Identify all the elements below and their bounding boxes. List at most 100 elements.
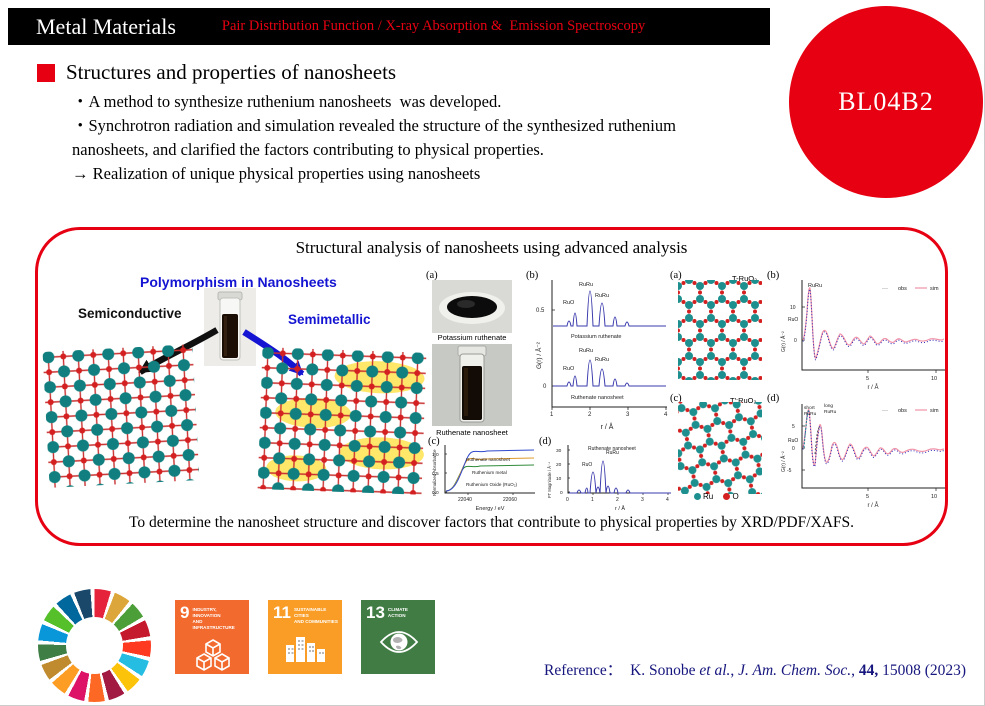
sdg-goal-number: 11	[273, 603, 291, 622]
x-tick-label: 0	[566, 497, 569, 503]
x-tick-label: 10	[931, 494, 937, 500]
summary-bullets: ・A method to synthesize ruthenium nanosh…	[72, 90, 732, 186]
x-axis-label: Energy / eV	[476, 506, 505, 512]
x-axis-label: r / Å	[867, 384, 878, 391]
y-tick-label: -5	[787, 468, 792, 474]
reference-pages: 15008 (2023)	[878, 662, 967, 679]
legend-label: sim	[930, 408, 939, 414]
x-tick-label: 3	[641, 497, 644, 503]
y-axis-label: G(r) / Å⁻²	[534, 341, 543, 369]
x-axis-label: r / Å	[615, 505, 625, 512]
sdg-goal-title-line: SUSTAINABLE CITIES	[293, 607, 327, 618]
atom-legend-ru: Ru	[703, 492, 714, 501]
peak-label: RuO	[582, 462, 592, 468]
red-square-bullet-icon	[37, 63, 55, 82]
panel-label: (c)	[670, 393, 682, 404]
x-axis-label: r / Å	[867, 502, 878, 508]
peak-label: RuO	[563, 300, 575, 306]
y-axis-label: G(r) / Å⁻²	[780, 331, 787, 352]
peak-label: short	[804, 405, 815, 411]
x-tick-label: 1	[591, 497, 594, 503]
x-tick-label: 5	[866, 376, 869, 382]
panel-label: (b)	[526, 270, 539, 281]
x-tick-label: 4	[666, 497, 669, 503]
legend-label: obs	[898, 286, 907, 292]
legend-obs-dots: ···	[882, 408, 888, 414]
y-tick-label: 30	[556, 448, 562, 454]
y-tick-label: 5	[792, 424, 795, 430]
photo-ruthenate-nanosheet	[432, 344, 512, 426]
x-tick-label: 2	[616, 497, 619, 503]
reference-label: Reference：	[544, 662, 623, 679]
panel-label: (b)	[767, 270, 780, 281]
y-tick-label: 0	[560, 490, 563, 496]
peak-label: RuO	[788, 317, 798, 323]
climate-eye-icon	[366, 628, 431, 656]
x-tick-label: 22040	[458, 497, 472, 503]
x-tick-label: 5	[866, 494, 869, 500]
sdg-goal-number: 13	[366, 603, 385, 622]
sdg-goal-11-tile: 11 SUSTAINABLE CITIES AND COMMUNITIES	[268, 600, 342, 674]
photo-caption: Ruthenate nanosheet	[436, 428, 508, 437]
legend-obs-dots: ···	[882, 286, 888, 292]
reference-journal: J. Am. Chem. Soc.	[738, 662, 852, 679]
y-tick-label: 0.5	[432, 471, 439, 477]
sdg-goal-title-line: ACTION	[387, 612, 406, 618]
peak-label: RuO	[788, 438, 798, 444]
curve-sim	[802, 287, 945, 359]
panel-label: (d)	[767, 393, 780, 404]
bullet-1: ・A method to synthesize ruthenium nanosh…	[72, 92, 502, 111]
structure-tprime-ruo2	[678, 402, 762, 494]
sustainable-city-icon	[273, 632, 338, 662]
photo-potassium-ruthenate	[432, 280, 512, 333]
curve-label: Ruthenate nanosheet	[588, 446, 636, 452]
atom-legend-o: O	[732, 492, 739, 501]
x-tick-label: 22060	[503, 497, 517, 503]
crystal-lattice-semiconductive	[42, 344, 200, 488]
category-title: Metal Materials	[36, 13, 176, 39]
structure-t-ruo2	[678, 280, 762, 380]
curve-ft-nanosheet	[569, 460, 671, 494]
atom-legend: Ru O	[694, 492, 739, 501]
curve-potassium-ruthenate	[553, 290, 666, 327]
sdg-goal-title-line: AND INFRASTRUCTURE	[192, 618, 235, 630]
x-tick-label: 2	[588, 412, 592, 418]
ru-atom-icon	[694, 493, 701, 501]
x-tick-label: 3	[626, 412, 630, 418]
reference-separator: ,	[730, 662, 739, 679]
page-title: Structures and properties of nanosheets	[66, 60, 397, 84]
structure-label-tprime-ruo2: T′:RuO₂	[730, 396, 757, 405]
legend-label: Ruthenium metal	[472, 470, 507, 475]
sdg-goal-title-line: AND COMMUNITIES	[293, 618, 338, 624]
bullet-2: ・Synchrotron radiation and simulation re…	[72, 115, 681, 159]
peak-label: RuRu	[579, 282, 593, 288]
sdg-wheel	[38, 589, 151, 702]
plot-pdf-t-ruo2: RuRu RuO ··· obs sim 10 0 5 10 r / Å G(r…	[778, 274, 948, 397]
panel-label: (c)	[428, 436, 440, 447]
semiconductive-label: Semiconductive	[78, 306, 182, 321]
section-title-row: Structures and properties of nanosheets	[37, 60, 396, 85]
panel-label: (a)	[426, 270, 438, 281]
curve-nanosheet	[445, 449, 535, 492]
beamline-badge: BL04B2	[789, 6, 983, 198]
sdg-goal-number: 9	[180, 603, 190, 622]
sdg-goal-header: 11 SUSTAINABLE CITIES AND COMMUNITIES	[273, 603, 338, 625]
plot-ft-exafs: 30 20 10 0 0 1 2 3 4 r / Å FT Magnitude …	[546, 440, 673, 519]
x-tick-label: 1	[550, 412, 554, 418]
curve-sim	[802, 409, 945, 466]
semimetallic-label: Semimetallic	[288, 312, 371, 327]
peak-label: RuRu	[808, 283, 822, 289]
plot-xanes: 1.0 0.5 0.0 22040 22060 Energy / eV Norm…	[430, 440, 537, 519]
peak-label: RuRu	[595, 293, 609, 299]
y-axis-label: Normalized Absorbance	[432, 449, 437, 496]
photo-caption: Potassium ruthenate	[437, 333, 507, 342]
curve-label: Ruthenate nanosheet	[571, 395, 624, 401]
y-tick-label: 0	[792, 446, 795, 452]
x-axis-label: r / Å	[601, 422, 614, 431]
header-bar: Metal Materials Pair Distribution Functi…	[8, 8, 770, 45]
y-tick-label: 1.0	[432, 452, 439, 458]
curve-label: Potassium ruthenate	[571, 334, 621, 340]
legend-label: Ruthenate nanosheet	[466, 457, 511, 462]
y-tick-label: 0.0	[432, 490, 439, 496]
